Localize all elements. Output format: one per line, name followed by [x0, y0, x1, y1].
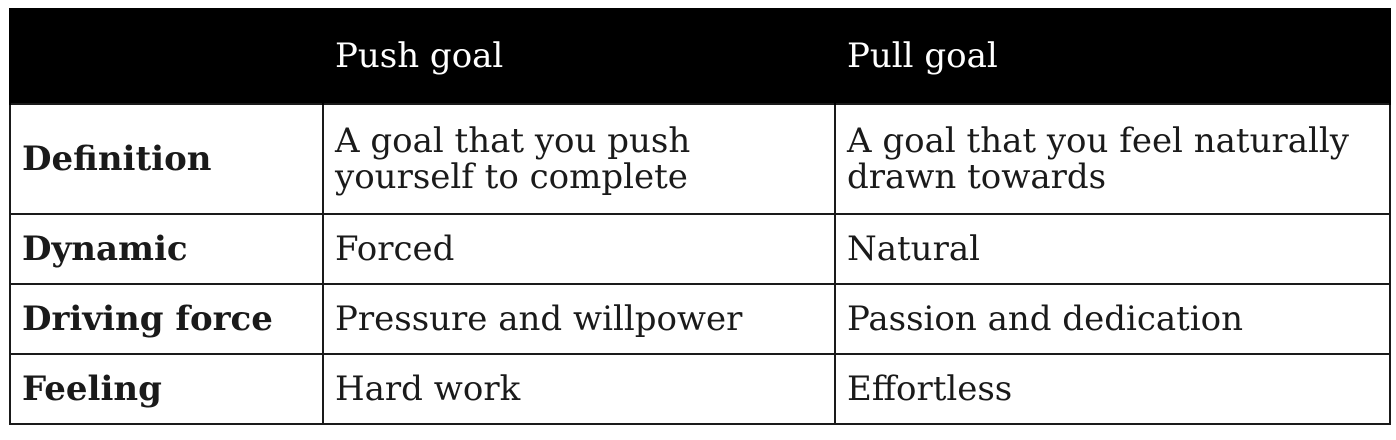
table-row-definition: Definition A goal that you push yourself…	[9, 103, 1391, 215]
cell-driving-force-pull: Passion and dedication	[834, 283, 1391, 355]
cell-dynamic-push: Forced	[322, 213, 836, 285]
row-label-driving-force: Driving force	[9, 283, 324, 355]
cell-feeling-push: Hard work	[322, 353, 836, 425]
push-pull-goal-comparison-table: Push goal Pull goal Definition A goal th…	[9, 8, 1391, 425]
row-label-feeling: Feeling	[9, 353, 324, 425]
table-row-feeling: Feeling Hard work Effortless	[9, 353, 1391, 425]
header-cell-push-goal: Push goal	[322, 8, 836, 104]
table-header-row: Push goal Pull goal	[9, 8, 1391, 104]
row-label-dynamic: Dynamic	[9, 213, 324, 285]
cell-feeling-pull: Effortless	[834, 353, 1391, 425]
header-cell-pull-goal: Pull goal	[834, 8, 1391, 104]
comparison-table-container: Push goal Pull goal Definition A goal th…	[9, 8, 1391, 432]
header-cell-empty	[9, 8, 324, 104]
cell-dynamic-pull: Natural	[834, 213, 1391, 285]
row-label-definition: Definition	[9, 103, 324, 215]
table-row-driving-force: Driving force Pressure and willpower Pas…	[9, 283, 1391, 355]
cell-driving-force-push: Pressure and willpower	[322, 283, 836, 355]
table-row-dynamic: Dynamic Forced Natural	[9, 213, 1391, 285]
cell-definition-push: A goal that you push yourself to complet…	[322, 103, 836, 215]
cell-definition-pull: A goal that you feel naturally drawn tow…	[834, 103, 1391, 215]
